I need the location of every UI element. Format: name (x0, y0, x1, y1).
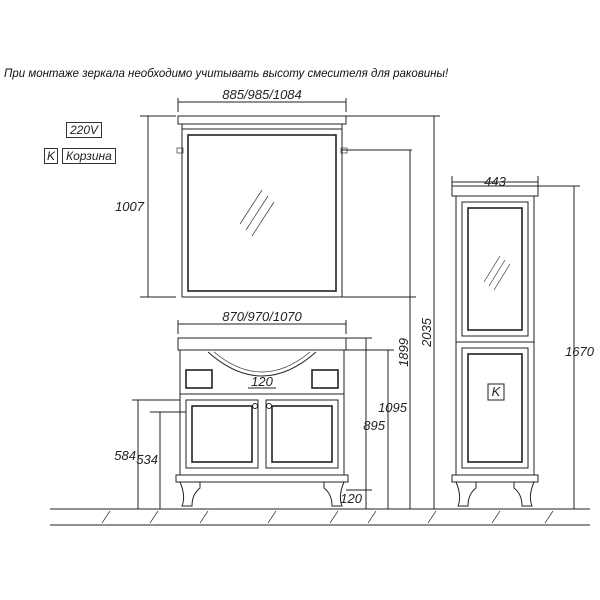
basket-legend-mark: K (44, 148, 59, 164)
mirror (176, 115, 348, 298)
dim-cabinet-width: 870/970/1070 (222, 309, 302, 324)
dim-mirror-bottom: 1899 (396, 338, 411, 367)
dim-mirror-top: 2035 (419, 317, 434, 348)
dim-mirror-width: 885/985/1084 (222, 87, 302, 102)
dim-cabinet-height: 584 (114, 448, 136, 463)
vanity-cabinet (175, 337, 349, 507)
dim-basin-height: 895 (363, 418, 385, 433)
basket-legend-label: Корзина (62, 148, 116, 164)
dim-top-height: 1095 (378, 400, 408, 415)
dim-drawer-spacing: 120 (251, 374, 273, 389)
dimension-lines (132, 98, 580, 509)
floor (50, 508, 590, 526)
voltage-label: 220V (66, 122, 103, 138)
dim-column-height: 1670 (565, 344, 595, 359)
column-basket-mark: K (492, 384, 502, 399)
dim-column-width: 443 (484, 174, 506, 189)
column-cabinet (451, 185, 539, 507)
dim-leg-height: 120 (340, 491, 362, 506)
installation-note: При монтаже зеркала необходимо учитывать… (4, 68, 449, 80)
basket-mark-box (487, 383, 505, 401)
dim-mirror-height: 1007 (115, 199, 145, 214)
dim-door-height: 534 (136, 452, 158, 467)
